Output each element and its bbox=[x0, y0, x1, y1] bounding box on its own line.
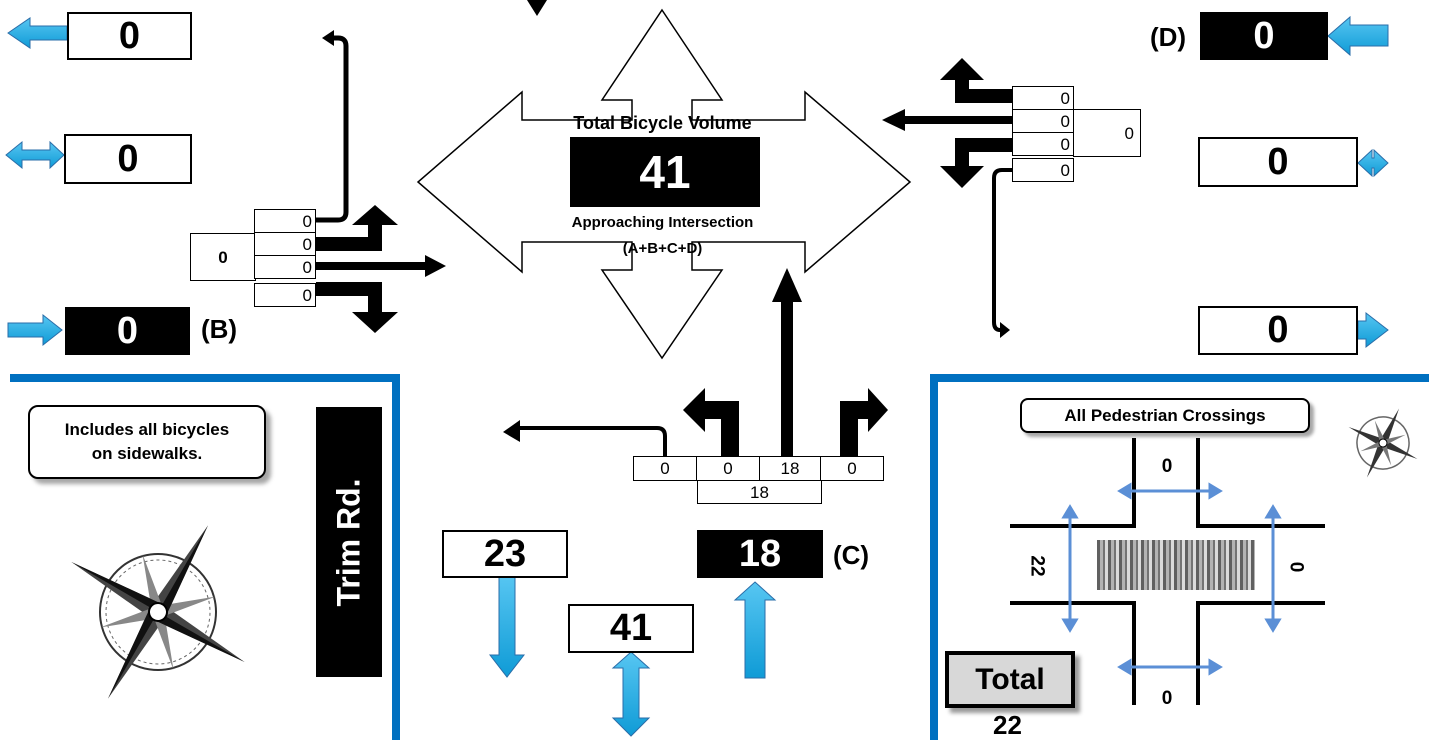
east-through-arrowhead bbox=[882, 109, 905, 131]
west-enter-box: 0 bbox=[65, 307, 190, 355]
center-total-box: 41 bbox=[570, 137, 760, 207]
west-left-arrowhead bbox=[352, 205, 398, 225]
top-arrowhead bbox=[527, 0, 547, 16]
east-enter-value: 0 bbox=[1253, 15, 1274, 58]
east-peds-arrow bbox=[1358, 150, 1388, 176]
east-peds-value: 0 bbox=[1267, 141, 1288, 184]
south-through-arrowhead bbox=[772, 268, 802, 302]
east-right-arrowhead bbox=[940, 166, 984, 188]
west-through-arrowhead bbox=[425, 255, 446, 277]
south-movement-right: 0 bbox=[820, 456, 884, 481]
south-uturn-arrow bbox=[520, 428, 665, 456]
west-enter-arrow bbox=[8, 315, 62, 345]
south-exit-box: 23 bbox=[442, 530, 568, 578]
east-leg-label: (D) bbox=[1150, 22, 1186, 53]
west-movement-left: 0 bbox=[254, 232, 316, 256]
west-leg-label: (B) bbox=[201, 314, 237, 345]
south-movement-uturn: 0 bbox=[633, 456, 697, 481]
east-movement-through: 0 bbox=[1012, 109, 1074, 133]
south-enter-value: 18 bbox=[739, 533, 781, 576]
note-line-1: Includes all bicycles bbox=[65, 420, 229, 440]
ped-total-value: 22 bbox=[993, 710, 1022, 741]
south-exit-arrow bbox=[490, 575, 524, 677]
east-enter-box: 0 bbox=[1200, 12, 1328, 60]
south-leg-label: (C) bbox=[833, 540, 869, 571]
pedestrians-image-icon bbox=[1097, 540, 1255, 590]
east-left-arrowhead bbox=[940, 58, 984, 80]
west-exit-arrow bbox=[8, 18, 67, 48]
south-enter-box: 18 bbox=[697, 530, 823, 578]
east-exit-box: 0 bbox=[1198, 306, 1358, 355]
south-movement-left: 0 bbox=[696, 456, 760, 481]
note-callout: Includes all bicycles on sidewalks. bbox=[28, 405, 266, 479]
south-approach-total: 18 bbox=[697, 480, 822, 504]
ped-total-box: Total bbox=[945, 651, 1075, 708]
east-approach-total: 0 bbox=[1073, 109, 1141, 157]
east-enter-arrow bbox=[1328, 17, 1388, 55]
east-exit-value: 0 bbox=[1267, 309, 1288, 352]
south-peds-box: 41 bbox=[568, 604, 694, 653]
south-enter-arrow bbox=[735, 582, 775, 678]
east-movement-right: 0 bbox=[1012, 132, 1074, 156]
west-exit-value: 0 bbox=[119, 15, 140, 58]
south-movement-through: 18 bbox=[759, 456, 821, 481]
center-total-value: 41 bbox=[639, 145, 690, 199]
west-right-arrowhead bbox=[352, 312, 398, 333]
west-peds-value: 0 bbox=[117, 138, 138, 181]
east-exit-arrow bbox=[1358, 313, 1388, 347]
ped-south-count: 0 bbox=[1155, 688, 1179, 710]
south-exit-value: 23 bbox=[484, 533, 526, 576]
ped-title: All Pedestrian Crossings bbox=[1064, 406, 1265, 426]
east-uturn-arrow bbox=[994, 170, 1014, 330]
south-right-arrowhead bbox=[868, 388, 888, 432]
center-formula: (A+B+C+D) bbox=[540, 240, 785, 257]
ped-total-label: Total bbox=[975, 663, 1044, 697]
west-exit-box: 0 bbox=[67, 12, 192, 60]
south-peds-value: 41 bbox=[610, 607, 652, 650]
west-enter-value: 0 bbox=[117, 310, 138, 353]
west-movement-through: 0 bbox=[254, 255, 316, 279]
street-name-box: Trim Rd. bbox=[316, 407, 382, 677]
west-peds-arrow bbox=[6, 142, 64, 168]
note-line-2: on sidewalks. bbox=[92, 444, 203, 464]
ped-east-count: 0 bbox=[1284, 562, 1306, 573]
east-peds-box: 0 bbox=[1198, 137, 1358, 187]
west-movement-uturn: 0 bbox=[254, 209, 316, 233]
south-left-arrowhead bbox=[683, 388, 705, 432]
east-movement-left: 0 bbox=[1012, 86, 1074, 110]
west-approach-total: 0 bbox=[190, 233, 256, 281]
street-name: Trim Rd. bbox=[331, 478, 368, 606]
ped-north-count: 0 bbox=[1155, 456, 1179, 478]
south-peds-arrow bbox=[613, 652, 649, 736]
center-title: Total Bicycle Volume bbox=[540, 113, 785, 134]
east-movement-uturn: 0 bbox=[1012, 158, 1074, 182]
west-uturn-arrow bbox=[316, 38, 346, 220]
ped-title-callout: All Pedestrian Crossings bbox=[1020, 398, 1310, 433]
west-movement-right: 0 bbox=[254, 283, 316, 307]
compass-rose-icon bbox=[15, 500, 305, 720]
ped-west-count: 22 bbox=[1026, 555, 1048, 576]
center-subtitle: Approaching Intersection bbox=[540, 214, 785, 231]
small-compass-icon bbox=[1338, 398, 1428, 488]
west-peds-box: 0 bbox=[64, 134, 192, 184]
